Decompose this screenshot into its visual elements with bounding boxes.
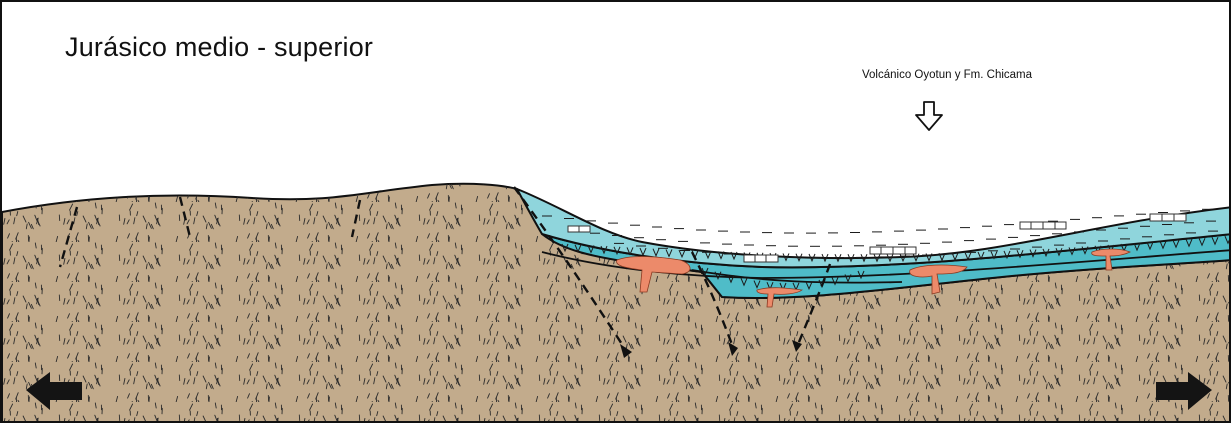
down-outline-arrow-icon bbox=[916, 102, 942, 130]
deposition-label: Volcánico Oyotun y Fm. Chicama bbox=[862, 69, 1032, 81]
diagram-title: Jurásico medio - superior bbox=[65, 32, 373, 63]
